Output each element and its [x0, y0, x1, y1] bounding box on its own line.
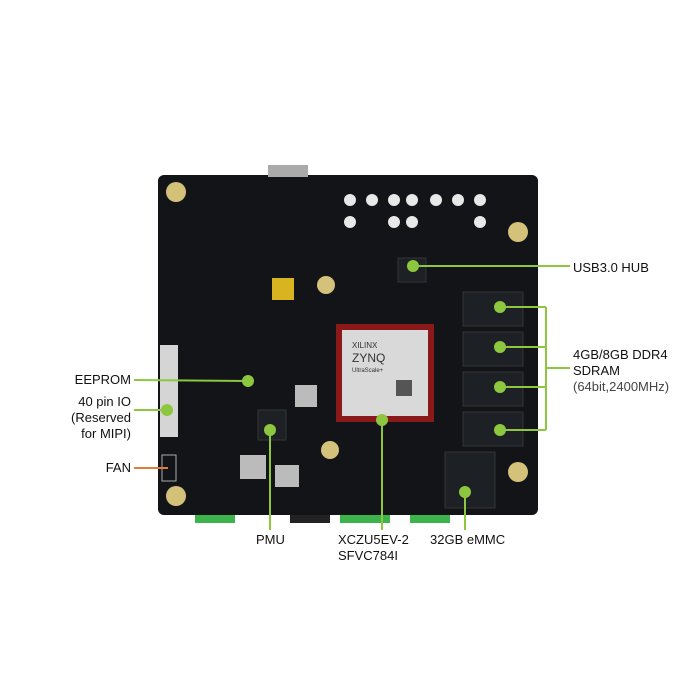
hdmi-port	[268, 165, 308, 177]
ddr-label-line3: (64bit,2400MHz)	[573, 379, 670, 394]
callout-dots	[161, 260, 506, 498]
ddr-chips	[462, 291, 524, 447]
qr-code	[396, 380, 412, 396]
green-connector	[410, 515, 450, 523]
io-connector	[160, 345, 178, 437]
ddr-label-line2: SDRAM	[573, 363, 620, 378]
io-label-line3: for MIPI)	[81, 426, 131, 441]
callout-lines	[133, 265, 570, 530]
io-label-line2: (Reserved	[71, 410, 131, 425]
green-connector	[340, 515, 390, 523]
eeprom-label: EEPROM	[74, 372, 131, 387]
usb-hub-label: USB3.0 HUB	[573, 260, 649, 275]
green-connector	[195, 515, 235, 523]
io-label-line1: 40 pin IO	[78, 394, 131, 409]
usb-pads	[344, 194, 486, 228]
chip-brand: XILINX	[352, 341, 378, 350]
emmc-chip	[444, 451, 496, 509]
ddr-label-line1: 4GB/8GB DDR4	[573, 347, 668, 362]
io-label: 40 pin IO (Reserved for MIPI)	[71, 394, 131, 442]
soc-label-line2: SFVC784I	[338, 548, 398, 563]
chip-sub: UltraScale+	[352, 368, 384, 374]
mounting-holes	[166, 182, 528, 506]
chip-family: ZYNQ	[352, 351, 385, 365]
soc-label-line1: XCZU5EV-2	[338, 532, 409, 547]
connector	[290, 515, 330, 523]
gold-pad	[272, 278, 294, 300]
ddr-label: 4GB/8GB DDR4 SDRAM (64bit,2400MHz)	[573, 347, 669, 395]
soc-chip	[342, 330, 428, 416]
pmu-label: PMU	[256, 532, 285, 547]
fan-label: FAN	[105, 460, 131, 475]
emmc-label: 32GB eMMC	[430, 532, 506, 547]
inductors	[240, 385, 317, 487]
soc-label: XCZU5EV-2 SFVC784I	[338, 532, 409, 564]
